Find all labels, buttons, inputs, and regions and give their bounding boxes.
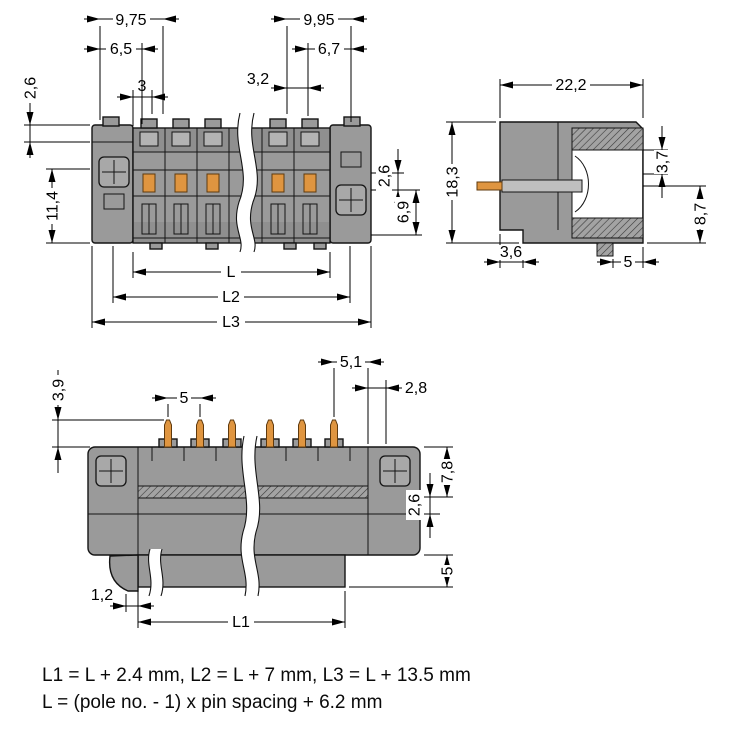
pin [298,419,306,448]
dim-7-8: 7,8 [424,446,457,498]
mounting-foot [596,242,614,257]
dim-5-height: 5 [349,554,457,588]
dim-label-3-2: 3,2 [247,71,269,88]
dim-L: L [132,252,331,281]
dim-label-18-3: 18,3 [445,166,462,197]
dim-label-6-5: 6,5 [110,41,132,58]
dim-label-5-height: 5 [440,566,457,575]
dim-label-L: L [227,264,236,281]
dim-label-L1: L1 [232,614,250,631]
dim-label-9-75: 9,75 [115,12,146,29]
dim-label-22-2: 22,2 [555,77,586,94]
dim-2-8: 2,8 [352,380,427,444]
dim-label-2-8: 2,8 [405,380,427,397]
dim-label-L2: L2 [222,289,240,306]
dim-label-2-6-left: 2,6 [23,77,40,99]
pin [330,419,338,448]
pin [164,419,172,448]
dim-label-6-9: 6,9 [396,201,413,223]
dim-1-2: 1,2 [91,587,154,628]
pin [266,419,274,448]
dim-3-7: 3,7 [643,126,672,198]
bottom-view: 5,1 2,8 3,9 5 [50,354,457,631]
dim-label-3: 3 [138,78,147,95]
dim-label-L3: L3 [222,314,240,331]
contact [271,173,285,193]
solder-pin [476,181,503,191]
dim-9-75: 9,75 [84,11,179,120]
bottom-lower-strip [137,554,346,588]
contact [142,173,156,193]
contact [174,173,188,193]
front-part [91,112,372,253]
dim-5-pitch: 5 [152,390,216,417]
formula-line-1: L1 = L + 2.4 mm, L2 = L + 7 mm, L3 = L +… [42,665,471,686]
dim-L1: L1 [138,591,346,631]
dim-8-7: 8,7 [643,185,710,244]
dim-3-9: 3,9 [50,370,164,473]
dim-3-6: 3,6 [484,234,539,268]
dim-label-3-6: 3,6 [500,244,522,261]
pin [228,419,236,448]
dim-18-3: 18,3 [444,121,519,244]
dim-label-5-1: 5,1 [340,354,362,371]
dim-5-side: 5 [597,247,659,271]
dim-L2: L2 [112,246,351,306]
dim-3-2: 3,2 [247,71,324,92]
contact [206,173,220,193]
break-line [235,112,244,253]
dim-2-6-bottom: 2,6 [406,473,440,538]
dim-label-11-4: 11,4 [45,191,62,221]
dim-3: 3 [117,78,168,126]
dim-label-3-7: 3,7 [655,151,672,173]
break-line [253,435,261,597]
dim-22-2: 22,2 [499,77,644,118]
dim-6-5: 6,5 [84,41,158,124]
break-line [249,112,258,253]
pin [196,419,204,448]
dim-11-4: 11,4 [44,168,90,244]
dim-label-1-2: 1,2 [91,587,113,604]
dim-label-5-side: 5 [624,254,633,271]
dim-5-1: 5,1 [318,354,384,444]
formula-line-2: L = (pole no. - 1) x pin spacing + 6.2 m… [42,692,383,713]
dim-2-6-right: 2,6 [371,149,420,214]
side-view: 22,2 18,3 3,7 8,7 [444,77,710,271]
front-view: 9,75 6,5 3 2,6 [22,11,422,331]
dim-label-9-95: 9,95 [303,12,334,29]
dim-label-8-7: 8,7 [693,203,710,225]
front-right-flange [329,124,372,244]
break-line [240,435,248,597]
dim-label-6-7: 6,7 [318,41,340,58]
dim-label-7-8: 7,8 [440,461,457,483]
dim-label-3-9: 3,9 [51,379,68,401]
dim-L3: L3 [91,246,372,331]
latch-hook [108,554,139,592]
dim-label-2-6-right: 2,6 [377,165,394,187]
dim-6-9: 6,9 [371,190,422,236]
side-part [476,121,644,257]
contact [303,173,317,193]
dim-2-6-left: 2,6 [22,73,90,158]
formula-notes: L1 = L + 2.4 mm, L2 = L + 7 mm, L3 = L +… [42,662,471,716]
dim-label-2-6-bottom: 2,6 [407,494,424,516]
dim-9-95: 9,95 [271,11,367,122]
dim-label-5-pitch: 5 [180,390,189,407]
dim-6-7: 6,7 [292,41,367,116]
bottom-part [87,419,421,597]
